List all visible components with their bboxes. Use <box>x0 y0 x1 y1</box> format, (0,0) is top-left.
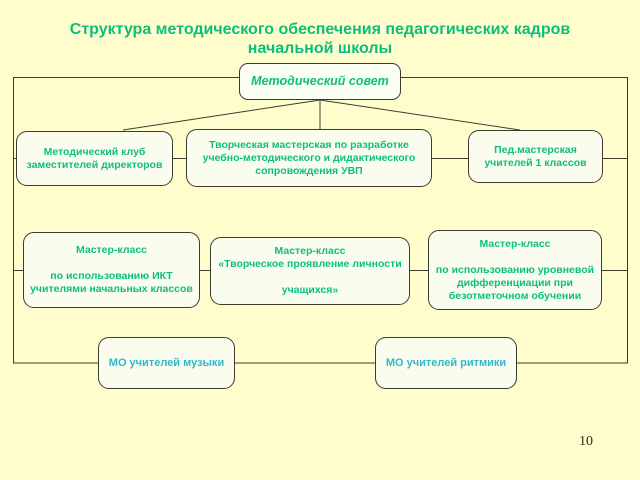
node-text-line: дифференциации при <box>456 276 574 289</box>
node-text-line: Мастер-класс <box>75 244 148 256</box>
node-ped-workshop: Пед.мастерская учителей 1 классов <box>468 130 603 183</box>
node-masterclass-ikt: Мастер-класс по использованию ИКТ учител… <box>23 232 200 308</box>
edge-root-club <box>122 99 321 131</box>
node-methodical-club: Методический клуб заместителей директоро… <box>16 131 173 186</box>
node-masterclass-creative: Мастер-класс «Творческое проявление личн… <box>210 237 410 305</box>
node-creative-workshop: Творческая мастерская по разработке учеб… <box>186 129 432 187</box>
node-text-line: Пед.мастерская <box>494 143 577 156</box>
node-text-line: МО учителей музыки <box>108 356 225 369</box>
node-masterclass-level-diff: Мастер-класс по использованию уровневой … <box>428 230 602 310</box>
node-text-line: Методический совет <box>251 74 389 88</box>
node-mo-rhythm-teachers: МО учителей ритмики <box>375 337 517 389</box>
node-text-line: сопровождения УВП <box>255 164 363 177</box>
node-text-line: заместителей директоров <box>26 158 163 171</box>
node-text-line: МО учителей ритмики <box>385 356 507 369</box>
node-text-line: учащихся» <box>281 284 339 296</box>
slide-title-line2: начальной школы <box>247 40 393 57</box>
node-text-line: Мастер-класс <box>274 245 346 257</box>
edge-root-pedworkshop <box>319 99 521 131</box>
node-mo-music-teachers: МО учителей музыки <box>98 337 235 389</box>
node-text-line: учителей 1 классов <box>484 156 587 169</box>
node-text-line: Творческая мастерская по разработке <box>209 138 409 151</box>
node-text-line: учителями начальных классов <box>30 283 193 295</box>
node-text-line: Мастер-класс <box>479 237 551 250</box>
node-text-line: Методический клуб <box>43 145 146 158</box>
slide-title-line1: Структура методического обеспечения педа… <box>69 21 571 38</box>
node-methodical-council: Методический совет <box>239 63 401 100</box>
node-text-line: «Творческое проявление личности <box>218 258 402 270</box>
node-text-line: по использованию уровневой <box>435 263 595 276</box>
slide-title: Структура методического обеспечения педа… <box>0 20 640 58</box>
node-text-line: безотметочном обучении <box>448 289 582 302</box>
node-text-line: учебно-методического и дидактического <box>202 151 416 164</box>
page-number: 10 <box>579 434 593 449</box>
node-text-line: по использованию ИКТ <box>50 270 173 282</box>
